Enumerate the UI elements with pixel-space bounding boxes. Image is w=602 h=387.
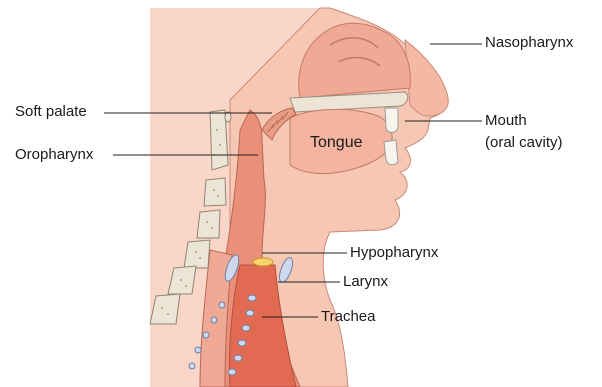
label-mouth-sub: (oral cavity) <box>485 134 563 152</box>
label-oropharynx: Oropharynx <box>15 146 93 164</box>
label-larynx: Larynx <box>343 273 388 291</box>
upper-teeth <box>385 108 398 133</box>
lower-teeth <box>384 140 398 165</box>
epiglottis <box>253 258 273 266</box>
label-nasopharynx: Nasopharynx <box>485 34 573 52</box>
label-mouth: Mouth <box>485 112 527 130</box>
label-soft-palate: Soft palate <box>15 103 87 121</box>
nose <box>405 40 448 116</box>
label-trachea: Trachea <box>321 308 375 326</box>
label-tongue: Tongue <box>310 134 363 152</box>
label-hypopharynx: Hypopharynx <box>350 244 438 262</box>
